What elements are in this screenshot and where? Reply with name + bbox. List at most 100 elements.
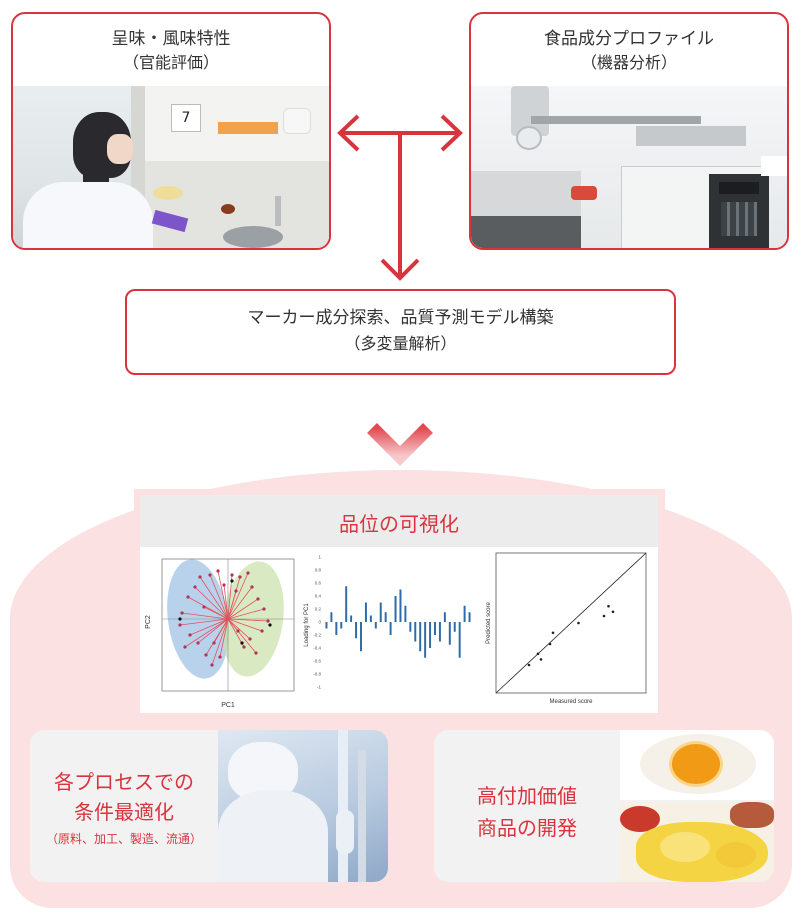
pca-loading-ray xyxy=(223,584,229,620)
prediction-point xyxy=(607,604,610,608)
pca-loading-ray xyxy=(184,618,229,648)
pca-variable-point xyxy=(212,641,216,645)
pca-variable-point xyxy=(262,607,266,611)
multivariate-title: マーカー成分探索、品質予測モデル構築 xyxy=(247,308,554,328)
prediction-point xyxy=(527,663,531,667)
pca-variable-point xyxy=(248,637,252,641)
pca-loading-ray xyxy=(219,618,229,658)
loading-bar xyxy=(364,602,367,622)
loading-bar xyxy=(389,622,392,635)
process-optimization-panel: 各プロセスでの 条件最適化 （原料、加工、製造、流通） xyxy=(30,730,388,882)
pca-loading-ray xyxy=(217,570,229,620)
loading-bar xyxy=(453,622,456,632)
pca-variable-point xyxy=(178,623,182,627)
loading-bar xyxy=(438,622,441,642)
multivariate-analysis-card: マーカー成分探索、品質予測モデル構築 （多変量解析） xyxy=(125,289,676,375)
pca-loading-ray xyxy=(194,586,229,620)
process-line1: 各プロセスでの xyxy=(54,770,194,794)
pca-variable-point xyxy=(238,575,242,579)
pca-variable-point xyxy=(246,571,250,575)
loading-bar xyxy=(414,622,417,642)
pca-loading-ray xyxy=(227,618,251,640)
pca-loading-ray xyxy=(189,618,229,636)
loading-bar xyxy=(355,622,358,639)
pca-variable-point xyxy=(234,589,238,593)
product-line1: 高付加価値 xyxy=(477,784,577,808)
loading-bar xyxy=(448,622,451,645)
loading-bar xyxy=(360,622,362,652)
prediction-plot-frame xyxy=(495,552,647,694)
loading-bar xyxy=(369,615,372,622)
pca-loading-ray xyxy=(227,608,265,620)
loading-tick-label: 0 xyxy=(318,620,321,625)
sensory-evaluation-card: 呈味・風味特性 （官能評価） 7 xyxy=(11,12,331,250)
loading-tick-label: -0.2 xyxy=(313,633,321,638)
prediction-diagonal xyxy=(495,552,647,694)
pca-variable-point xyxy=(256,597,260,601)
pca-loading-ray xyxy=(199,576,229,620)
loading-bar xyxy=(345,586,348,622)
prediction-xlabel: Measured score xyxy=(549,699,593,705)
loading-tick-label: -0.4 xyxy=(313,646,321,651)
pca-loading-ray xyxy=(211,618,229,666)
pca-variable-point xyxy=(216,569,220,573)
pca-sample-point xyxy=(240,641,244,645)
pca-loading-ray xyxy=(197,618,229,644)
prediction-point xyxy=(548,642,552,646)
pca-variable-point xyxy=(210,663,214,667)
visualization-panel: 品位の可視化 PC1 PC2 Loading for PC1 1 0.8 0.6 0.… xyxy=(134,489,665,720)
loading-bar xyxy=(340,622,343,629)
loading-bar xyxy=(399,589,402,622)
pca-loading-ray xyxy=(227,586,253,620)
pca-biplot: PC1 PC2 xyxy=(145,558,295,709)
loading-tick-label: -0.8 xyxy=(313,672,321,677)
prediction-point xyxy=(551,631,555,635)
pca-variable-point xyxy=(222,583,226,587)
loading-tick-label: 0.6 xyxy=(315,581,322,586)
loading-tick-label: 0.4 xyxy=(315,594,322,599)
prediction-point xyxy=(536,652,540,656)
loading-bar xyxy=(374,622,377,629)
raw-egg-photo xyxy=(620,730,774,800)
prediction-ylabel: Predicted score xyxy=(486,601,492,643)
loading-bar xyxy=(409,622,412,632)
loading-tick-label: 0.2 xyxy=(315,607,322,612)
down-arrow-icon xyxy=(367,376,433,466)
loading-ylabel: Loading for PC1 xyxy=(304,603,310,647)
pca-loading-ray xyxy=(227,618,263,632)
loading-tick-label: 0.8 xyxy=(315,568,322,573)
loading-bar xyxy=(443,612,446,622)
loading-tick-label: 1 xyxy=(318,555,321,560)
visualization-header: 品位の可視化 xyxy=(140,495,658,547)
prediction-point xyxy=(577,621,580,625)
loading-bar xyxy=(384,612,387,622)
pca-variable-point xyxy=(180,611,184,615)
pca-variable-point xyxy=(236,629,240,633)
pca-loading-ray xyxy=(227,618,269,622)
loading-bar xyxy=(463,605,466,622)
prediction-point xyxy=(611,610,615,614)
pca-ylabel: PC2 xyxy=(145,615,152,629)
pca-variable-point xyxy=(250,585,254,589)
pca-variable-point xyxy=(266,619,270,623)
pca-loading-ray xyxy=(181,612,229,620)
loading-bar xyxy=(330,612,333,622)
pca-loading-ray xyxy=(227,590,237,620)
pca-variable-point xyxy=(186,595,190,599)
loading-bar xyxy=(434,622,436,635)
instrument-title: 食品成分プロファイル xyxy=(544,29,714,49)
pca-variable-point xyxy=(204,653,208,657)
product-development-panel: 高付加価値 商品の開発 xyxy=(434,730,774,882)
loading-tick-label: -0.6 xyxy=(313,659,321,664)
loading-bar xyxy=(458,622,461,658)
pca-variable-point xyxy=(198,575,202,579)
pca-variable-point xyxy=(242,645,246,649)
booth-number: 7 xyxy=(181,110,191,126)
pca-variable-point xyxy=(254,651,258,655)
pca-variable-point xyxy=(196,641,200,645)
prediction-scatter: Measured score Predicted score xyxy=(486,552,647,705)
instrument-photo xyxy=(471,86,787,248)
instrument-analysis-card: 食品成分プロファイル （機器分析） xyxy=(469,12,789,250)
prediction-point xyxy=(539,658,543,661)
pca-sample-point xyxy=(178,617,182,621)
